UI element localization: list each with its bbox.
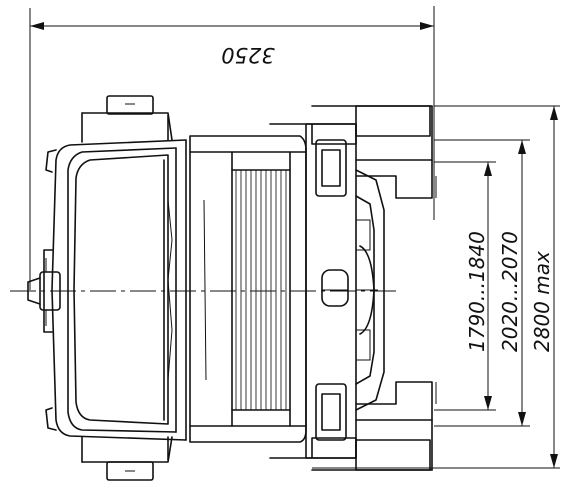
radiator-ribs	[235, 170, 287, 410]
cab	[27, 139, 187, 441]
rear-frame-bottom	[311, 381, 437, 471]
rear-body	[269, 123, 385, 459]
engine-section	[189, 135, 307, 443]
width-range-label: 2020...2070	[498, 231, 522, 352]
rear-frame-top	[311, 105, 437, 199]
mirror-top	[81, 95, 173, 143]
tail-light-top	[315, 139, 347, 197]
length-dimension-label: 3250	[221, 43, 274, 67]
track-range-label: 1790...1840	[465, 231, 489, 352]
max-width-label: 2800 max	[530, 251, 554, 352]
length-dimension: 3250	[29, 6, 435, 290]
width-dimensions: 1790...1840 2020...2070 2800 max	[312, 105, 560, 469]
rear-hitch	[321, 269, 349, 307]
tail-light-bottom	[315, 383, 347, 441]
mirror-bottom	[81, 436, 173, 481]
